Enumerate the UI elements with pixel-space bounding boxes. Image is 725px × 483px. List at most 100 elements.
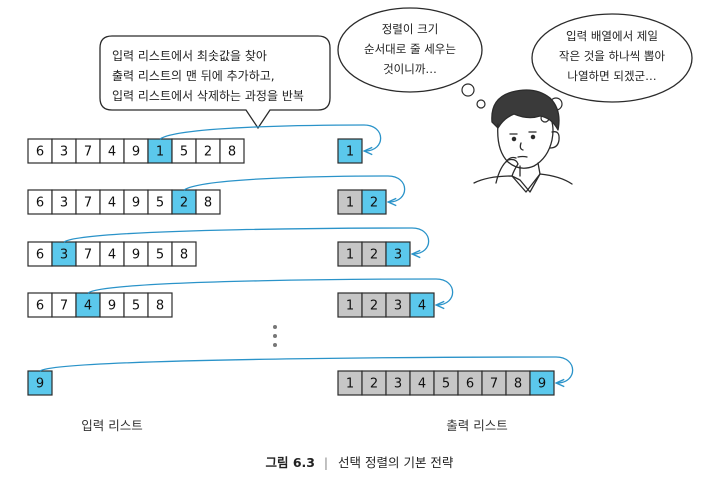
output-list-label: 출력 리스트 [446,418,507,433]
thought1-line-3: 것이니까… [383,62,437,76]
input-cell-value: 4 [108,145,116,160]
output-cell-sorted [481,370,507,396]
thought-bubble-2: 입력 배열에서 제일 작은 것을 하나씩 뽑아 나열하면 되겠군… [531,13,693,123]
output-cell-value: 2 [370,248,378,263]
input-cell [195,138,221,164]
output-cell-new [409,292,435,318]
input-cell [51,189,77,215]
input-cell-value: 9 [132,145,140,160]
input-cell [123,138,149,164]
output-cell-sorted [505,370,531,396]
vertical-ellipsis [273,325,277,347]
output-cell-value: 2 [370,299,378,314]
output-cell-value: 1 [346,377,354,392]
input-cell-selected [147,138,173,164]
figure-caption: 그림 6.3 | 선택 정렬의 기본 전략 [266,455,454,470]
rows-group: 6 3 7 4 9 1 5 2 8 1 6 3 7 4 9 5 2 8 1 2 6 3 7 4 9 5 8 1 2 3 6 7 4 9 5 8 1 2 3 4… [27,124,574,396]
move-arrow [159,124,382,151]
move-arrow [63,227,430,254]
input-cell-value: 3 [60,145,68,160]
thought1-line-1: 정렬이 크기 [382,22,439,36]
input-cell-value: 7 [60,299,68,314]
caption-separator: | [324,455,328,470]
output-cell-new [337,138,363,164]
input-cell [27,138,53,164]
output-cell-value: 3 [394,377,402,392]
input-cell-value: 6 [36,145,44,160]
move-arrow [39,356,574,383]
output-cell-value: 2 [370,196,378,211]
output-cell-value: 9 [538,377,546,392]
input-cell [219,138,245,164]
output-cell-new [529,370,555,396]
input-cell [171,241,197,267]
input-cell-value: 2 [180,196,188,211]
input-cell-value: 3 [60,248,68,263]
input-cell [27,292,53,318]
input-cell-value: 4 [84,299,92,314]
output-cell-sorted [385,292,411,318]
input-cell-value: 7 [84,248,92,263]
speech-bubble: 입력 리스트에서 최솟값을 찾아 출력 리스트의 맨 뒤에 추가하고, 입력 리… [99,35,331,130]
output-cell-sorted [409,370,435,396]
output-cell-value: 1 [346,248,354,263]
thought-bubble-1: 정렬이 크기 순서대로 줄 세우는 것이니까… [337,7,486,109]
input-cell-value: 6 [36,196,44,211]
output-cell-value: 1 [346,196,354,211]
input-cell [147,292,173,318]
move-arrow [87,278,454,305]
output-cell-value: 2 [370,377,378,392]
input-list-label: 입력 리스트 [81,418,142,433]
input-cell-value: 1 [156,145,164,160]
thinking-person-illustration [473,89,573,193]
input-cell-value: 9 [132,248,140,263]
thought2-line-1: 입력 배열에서 제일 [566,29,658,43]
output-cell-value: 1 [346,145,354,160]
thought1-line-2: 순서대로 줄 세우는 [364,42,456,56]
input-cell-value: 4 [108,248,116,263]
input-cell-value: 8 [180,248,188,263]
input-cell-value: 5 [180,145,188,160]
output-cell-sorted [361,241,387,267]
output-cell-sorted [361,370,387,396]
input-cell-value: 3 [60,196,68,211]
input-cell-value: 6 [36,299,44,314]
output-cell-value: 4 [418,299,426,314]
move-arrow [183,175,406,202]
input-cell [147,241,173,267]
output-cell-sorted [337,241,363,267]
input-cell [75,138,101,164]
output-cell-sorted [361,292,387,318]
thought2-line-2: 작은 것을 하나씩 뽑아 [559,49,666,63]
output-cell-value: 3 [394,299,402,314]
input-cell [27,189,53,215]
output-cell-value: 8 [514,377,522,392]
input-cell-value: 5 [156,248,164,263]
output-cell-value: 6 [466,377,474,392]
output-cell-new [361,189,387,215]
thought2-line-3: 나열하면 되겠군… [567,69,656,83]
input-cell [195,189,221,215]
speech-line-3: 입력 리스트에서 삭제하는 과정을 반복 [112,89,304,103]
output-cell-value: 3 [394,248,402,263]
input-cell-value: 8 [156,299,164,314]
input-cell [123,241,149,267]
input-cell-value: 8 [204,196,212,211]
output-cell-value: 1 [346,299,354,314]
input-cell-value: 9 [132,196,140,211]
input-cell-value: 4 [108,196,116,211]
output-cell-sorted [457,370,483,396]
input-cell [99,189,125,215]
input-cell-value: 7 [84,196,92,211]
output-cell-value: 5 [442,377,450,392]
caption-figure-number: 그림 6.3 [266,455,316,470]
input-cell-value: 2 [204,145,212,160]
caption-text: 선택 정렬의 기본 전략 [338,455,454,470]
input-cell-value: 7 [84,145,92,160]
input-cell-value: 5 [156,196,164,211]
